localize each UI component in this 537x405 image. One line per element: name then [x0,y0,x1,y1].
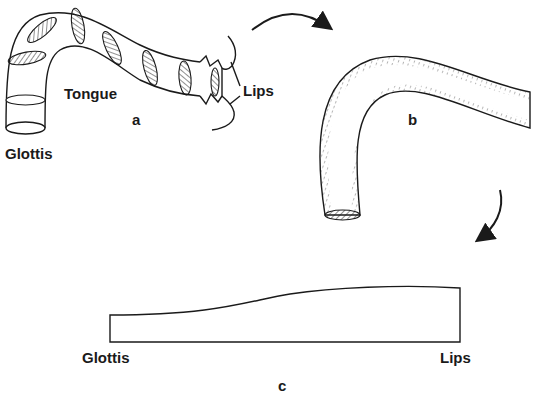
part-label: Lips [243,83,274,100]
axis-label: Glottis [82,350,130,367]
figure-letter: a [132,112,140,129]
figure-letter: b [408,112,417,129]
part-label: Glottis [5,146,53,163]
axis-label: Lips [440,350,471,367]
part-label: Tongue [64,86,117,103]
figure-letter: c [278,378,286,395]
